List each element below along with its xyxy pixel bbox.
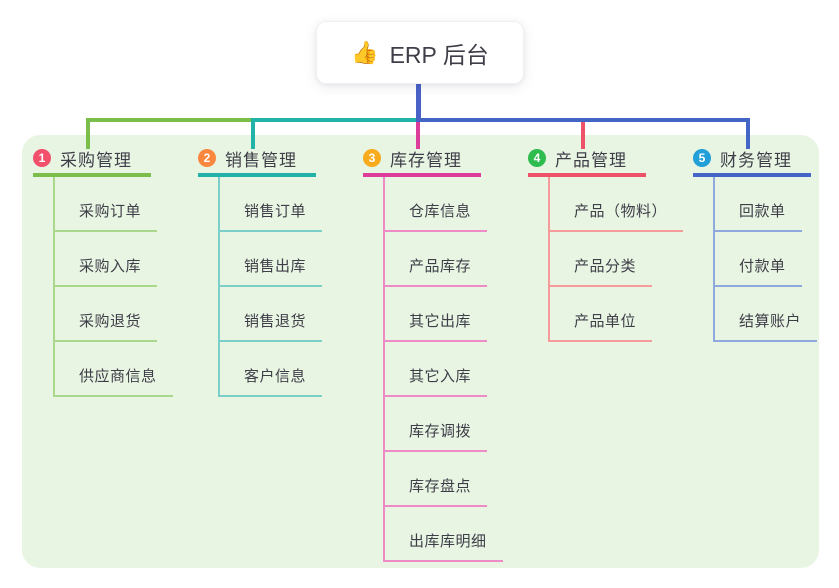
priority-badge: 2	[198, 149, 216, 167]
subtopic-label: 回款单	[739, 203, 786, 220]
priority-badge: 1	[33, 149, 51, 167]
branch-column: 5 财务管理 回款单 付款单 结算账户	[693, 143, 818, 342]
branch-children: 采购订单 采购入库 采购退货 供应商信息	[53, 177, 173, 397]
subtopic-label: 结算账户	[739, 313, 802, 330]
subtopic[interactable]: 采购退货	[55, 287, 158, 342]
subtopic[interactable]: 库存调拨	[385, 397, 488, 452]
bus-segment	[251, 118, 416, 122]
subtopic[interactable]: 出库库明细	[385, 507, 503, 562]
subtopic[interactable]: 其它出库	[385, 287, 488, 342]
branch-children: 回款单 付款单 结算账户	[713, 177, 818, 342]
bus-segment	[416, 118, 750, 122]
subtopic-label: 其它出库	[409, 313, 472, 330]
branch-label: 财务管理	[720, 150, 792, 170]
subtopic[interactable]: 销售退货	[220, 287, 323, 342]
subtopic-label: 销售出库	[244, 258, 307, 275]
subtopic-label: 客户信息	[244, 368, 307, 385]
subtopic[interactable]: 回款单	[715, 177, 802, 232]
subtopic[interactable]: 结算账户	[715, 287, 818, 342]
subtopic[interactable]: 仓库信息	[385, 177, 488, 232]
branch-label: 销售管理	[225, 150, 297, 170]
branch-drop-line	[581, 121, 585, 149]
root-title: ERP 后台	[389, 41, 489, 68]
root-stem-line	[416, 81, 421, 122]
branch-topic[interactable]: 1 采购管理	[33, 143, 151, 177]
branch-topic[interactable]: 2 销售管理	[198, 143, 316, 177]
branch-topic[interactable]: 4 产品管理	[528, 143, 646, 177]
branch-topic[interactable]: 5 财务管理	[693, 143, 811, 177]
subtopic[interactable]: 销售出库	[220, 232, 323, 287]
branch-label: 采购管理	[60, 150, 132, 170]
subtopic-label: 产品（物料）	[574, 203, 668, 220]
subtopic[interactable]: 付款单	[715, 232, 802, 287]
subtopic-label: 产品分类	[574, 258, 637, 275]
priority-badge: 3	[363, 149, 381, 167]
priority-badge: 5	[693, 149, 711, 167]
subtopic-label: 采购退货	[79, 313, 142, 330]
subtopic[interactable]: 产品（物料）	[550, 177, 684, 232]
subtopic-label: 产品单位	[574, 313, 637, 330]
branch-column: 1 采购管理 采购订单 采购入库 采购退货 供应商信息	[33, 143, 173, 397]
subtopic[interactable]: 产品库存	[385, 232, 488, 287]
branch-column: 4 产品管理 产品（物料） 产品分类 产品单位	[528, 143, 684, 342]
subtopic-label: 采购订单	[79, 203, 142, 220]
subtopic-label: 仓库信息	[409, 203, 472, 220]
branch-column: 2 销售管理 销售订单 销售出库 销售退货 客户信息	[198, 143, 323, 397]
branch-children: 产品（物料） 产品分类 产品单位	[548, 177, 684, 342]
subtopic-label: 库存盘点	[409, 478, 472, 495]
subtopic[interactable]: 产品单位	[550, 287, 653, 342]
subtopic-label: 付款单	[739, 258, 786, 275]
subtopic[interactable]: 采购订单	[55, 177, 158, 232]
subtopic[interactable]: 产品分类	[550, 232, 653, 287]
branch-drop-line	[251, 121, 255, 149]
subtopic-label: 采购入库	[79, 258, 142, 275]
subtopic[interactable]: 采购入库	[55, 232, 158, 287]
subtopic-label: 其它入库	[409, 368, 472, 385]
branch-label: 库存管理	[390, 150, 462, 170]
branch-children: 销售订单 销售出库 销售退货 客户信息	[218, 177, 323, 397]
subtopic-label: 产品库存	[409, 258, 472, 275]
subtopic-label: 销售退货	[244, 313, 307, 330]
branch-label: 产品管理	[555, 150, 627, 170]
subtopic-label: 供应商信息	[79, 368, 157, 385]
subtopic[interactable]: 供应商信息	[55, 342, 173, 397]
bus-segment	[86, 118, 255, 122]
thumbs-up-icon: 👍	[351, 39, 379, 65]
root-topic[interactable]: 👍 ERP 后台	[316, 21, 524, 84]
subtopic[interactable]: 库存盘点	[385, 452, 488, 507]
branch-drop-line	[416, 121, 420, 149]
branch-column: 3 库存管理 仓库信息 产品库存 其它出库 其它入库 库存调拨 库存盘点 出库库…	[363, 143, 503, 562]
background-panel	[22, 135, 819, 568]
priority-badge: 4	[528, 149, 546, 167]
subtopic[interactable]: 销售订单	[220, 177, 323, 232]
subtopic[interactable]: 其它入库	[385, 342, 488, 397]
branch-topic[interactable]: 3 库存管理	[363, 143, 481, 177]
branch-drop-line	[746, 121, 750, 149]
subtopic-label: 库存调拨	[409, 423, 472, 440]
branch-children: 仓库信息 产品库存 其它出库 其它入库 库存调拨 库存盘点 出库库明细	[383, 177, 503, 562]
branch-drop-line	[86, 121, 90, 149]
subtopic-label: 销售订单	[244, 203, 307, 220]
subtopic[interactable]: 客户信息	[220, 342, 323, 397]
subtopic-label: 出库库明细	[409, 533, 487, 550]
